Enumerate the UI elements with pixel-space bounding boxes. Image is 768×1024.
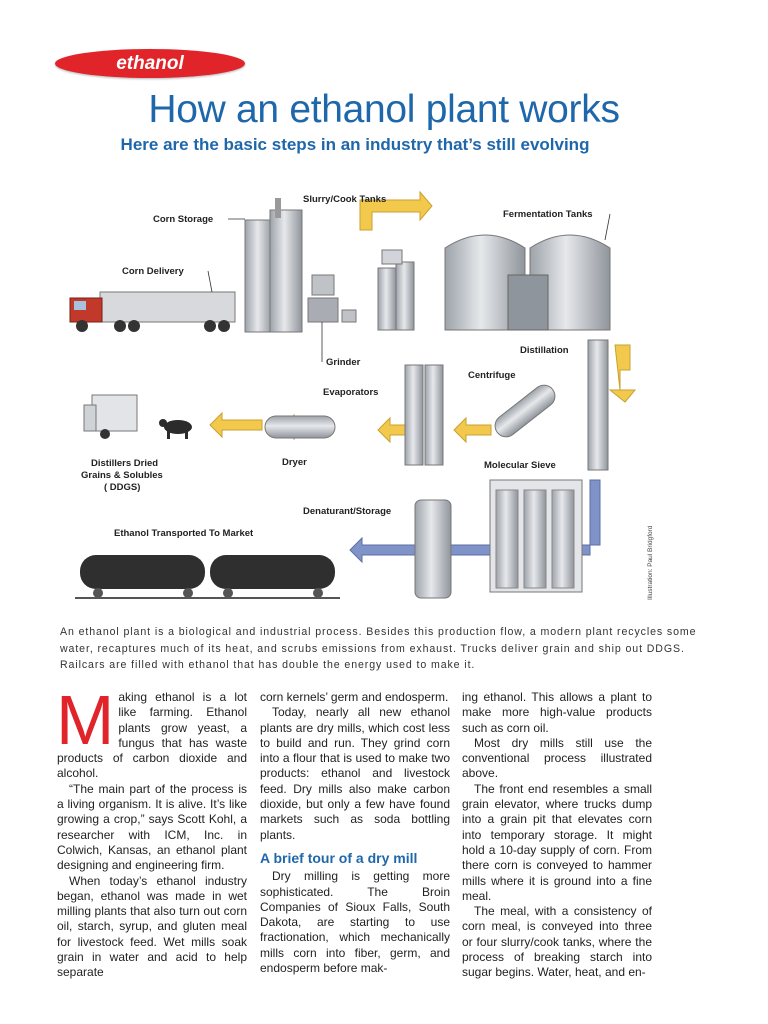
label-slurry-cook: Slurry/Cook Tanks	[303, 194, 386, 205]
col1-para3: When today’s ethanol industry began, eth…	[57, 873, 247, 980]
figure-caption: An ethanol plant is a biological and ind…	[60, 626, 697, 671]
molecular-sieve	[489, 479, 583, 593]
cow-figure	[159, 419, 192, 439]
col3-para4: The meal, with a consistency of corn mea…	[462, 904, 652, 980]
label-grinder: Grinder	[326, 357, 361, 368]
col3-para1: ing ethanol. This allows a plant to make…	[462, 690, 652, 735]
article-column-2: corn kernels’ germ and endosperm. Today,…	[260, 690, 450, 976]
ethanol-rail-cars	[75, 555, 340, 599]
ethanol-plant-diagram: Corn Storage Slurry/Cook Tanks Fermentat…	[69, 190, 637, 599]
col2-para1: corn kernels’ germ and endosperm.	[260, 690, 449, 704]
label-distillation: Distillation	[520, 345, 569, 356]
corn-delivery-truck	[69, 291, 236, 332]
distillation-column	[587, 339, 609, 471]
label-denaturant: Denaturant/Storage	[303, 506, 391, 517]
col1-para1: aking ethanol is a lot like farming. Eth…	[57, 690, 247, 781]
col2-para2: Today, nearly all new ethanol plants are…	[260, 705, 450, 842]
illustration-credit: Illustration: Paul Bridgford	[647, 525, 654, 600]
section-heading: A brief tour of a dry mill	[260, 849, 418, 866]
col3-para3: The front end resembles a small grain el…	[462, 781, 652, 903]
centrifuge-drum	[494, 384, 556, 438]
label-leaders	[207, 213, 611, 362]
label-ddgs-1: Distillers Dried	[91, 458, 158, 469]
label-dryer: Dryer	[282, 457, 307, 468]
denaturant-storage-tank	[414, 499, 452, 599]
dryer-drum	[264, 415, 336, 439]
col3-para2: Most dry mills still use the conventiona…	[462, 735, 652, 781]
label-evaporators: Evaporators	[323, 387, 378, 398]
page-subtitle: Here are the basic steps in an industry …	[120, 135, 590, 154]
label-fermentation: Fermentation Tanks	[503, 209, 593, 220]
label-corn-storage: Corn Storage	[153, 214, 213, 225]
ddgs-truck	[83, 394, 138, 439]
diagram-labels: Corn Storage Slurry/Cook Tanks Fermentat…	[81, 194, 593, 539]
evaporator-tanks	[404, 364, 444, 466]
label-corn-delivery: Corn Delivery	[122, 266, 184, 277]
article-column-3: ing ethanol. This allows a plant to make…	[462, 690, 652, 981]
label-transport: Ethanol Transported To Market	[114, 528, 254, 539]
drop-cap: M	[56, 681, 115, 759]
flow-arrows-yellow	[209, 190, 637, 444]
col2-para3: Dry milling is getting more sophisticate…	[260, 869, 450, 976]
label-molecular-sieve: Molecular Sieve	[484, 460, 556, 471]
grinder-unit	[307, 274, 357, 323]
fermentation-tanks	[444, 234, 611, 331]
label-ddgs-3: ( DDGS)	[104, 482, 140, 493]
label-centrifuge: Centrifuge	[468, 370, 516, 381]
slurry-cook-tanks	[377, 249, 415, 331]
label-ddgs-2: Grains & Solubles	[81, 470, 163, 481]
section-tag: ethanol	[55, 49, 245, 78]
page-title: How an ethanol plant works	[148, 88, 620, 131]
corn-storage-silos	[244, 198, 303, 333]
col1-para2: “The main part of the process is a livin…	[57, 781, 247, 873]
